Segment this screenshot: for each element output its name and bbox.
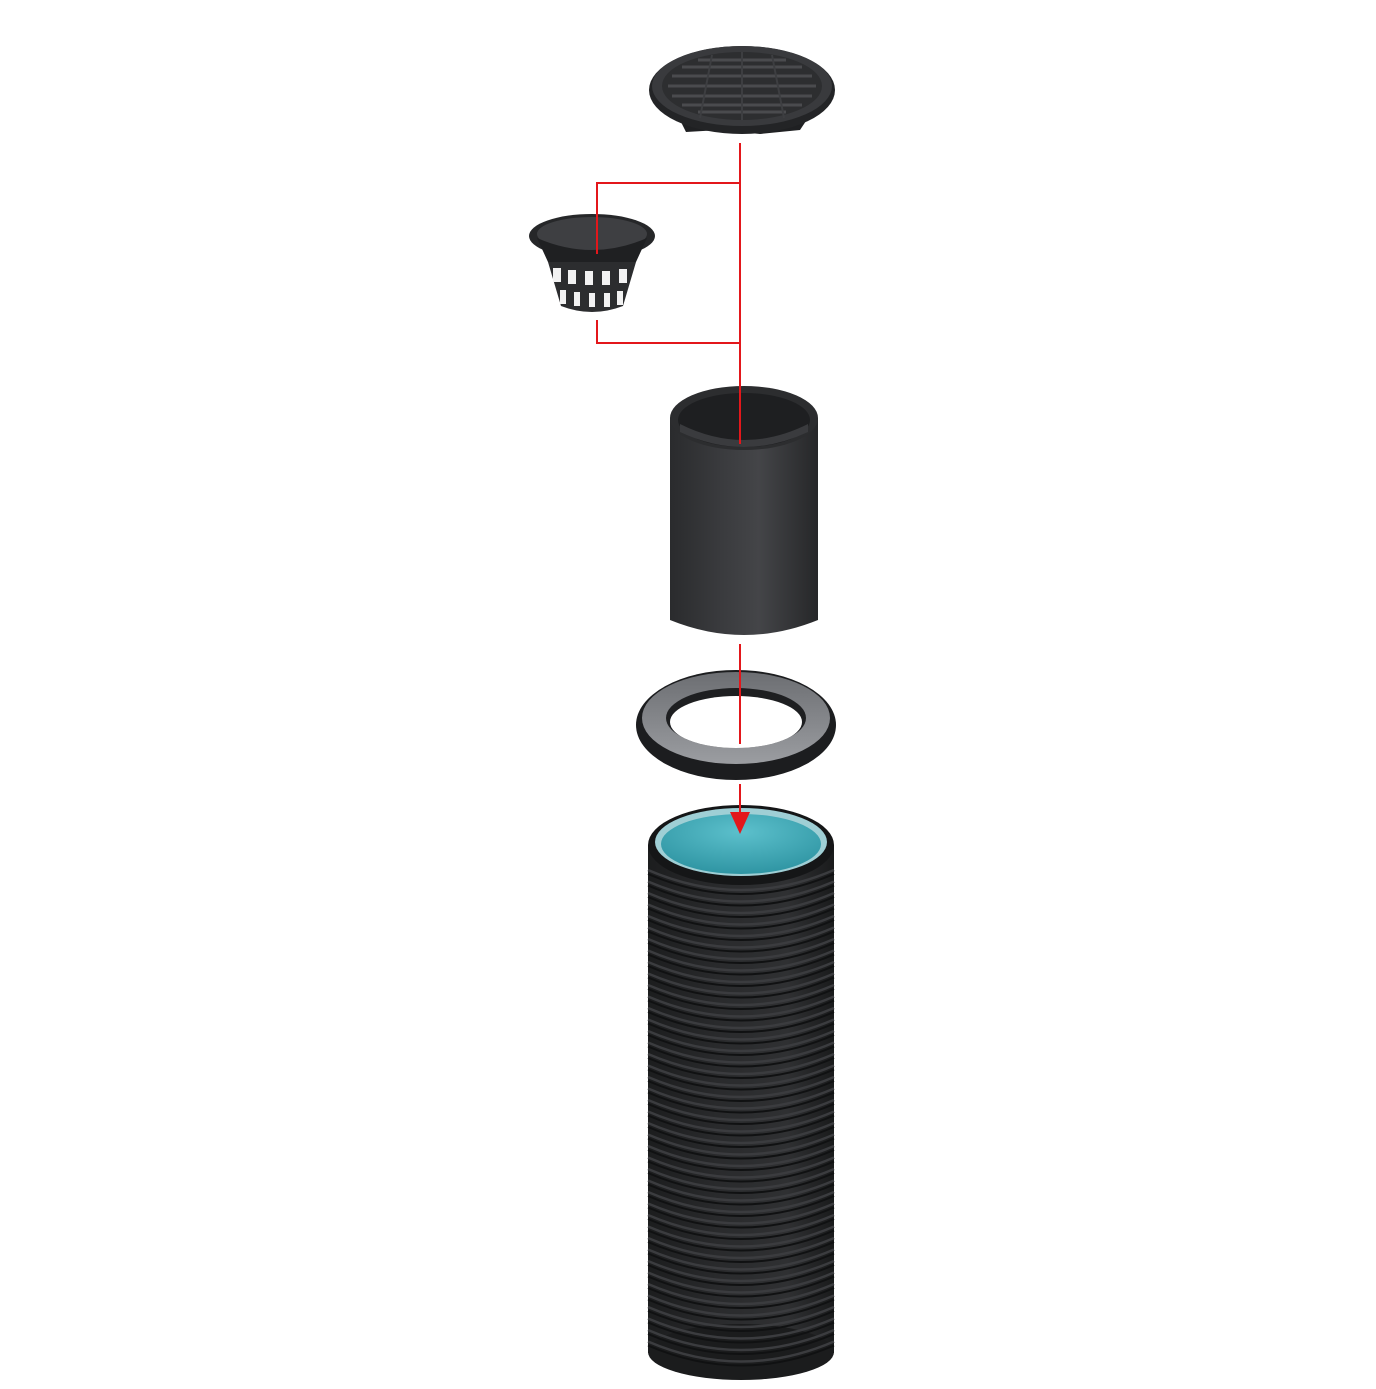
pipe-rib [647,891,835,915]
pipe-rib [647,1006,835,1030]
pipe-rib [647,1156,835,1179]
pipe-rib-shadow [647,1068,835,1091]
pipe-rib-shadow [647,1287,835,1309]
pipe-rib [647,1018,835,1041]
pipe-ribs [647,868,835,1367]
pipe-rib-shadow [647,1298,835,1321]
pipe-rib-shadow [647,1045,835,1068]
pipe-rib-shadow [647,896,835,918]
pipe-rib-shadow [647,1183,835,1206]
pipe-rib-shadow [647,976,835,999]
pipe-rib-shadow [647,1137,835,1160]
pipe-rib-shadow [647,1264,835,1286]
pipe-rib [647,1064,835,1087]
basket-bottom-bracket [596,320,740,344]
pipe-rib [647,1121,835,1145]
pipe-rib-shadow [647,1034,835,1056]
pipe-rib-shadow [647,1103,835,1125]
pipe-rib-shadow [647,1172,835,1194]
pipe-rib-shadow [647,907,835,930]
pipe-rib [647,960,835,984]
pipe-rib [647,1259,835,1283]
pipe-rib-shadow [647,930,835,953]
pipe-rib-shadow [647,1321,835,1344]
pipe-rib [647,972,835,995]
pipe-rib-shadow [647,965,835,987]
pipe-rib-shadow [647,1091,835,1114]
pipe-rib [647,1271,835,1294]
pipe-rib-shadow [647,873,835,895]
pipe-rib [647,1202,835,1225]
pipe-rib-shadow [647,1195,835,1217]
pipe-rib-shadow [647,884,835,907]
pipe-rib-shadow [647,1149,835,1171]
rubber-seal-ring-icon [636,670,836,780]
pipe-rib [647,1052,835,1076]
pipe-rib-shadow [647,988,835,1010]
pipe-rib-shadow [647,1252,835,1275]
pipe-rib [647,903,835,926]
pipe-rib-shadow [647,1218,835,1240]
pipe-rib-shadow [647,1022,835,1045]
pipe-rib [647,1282,835,1306]
pipe-rib [647,937,835,961]
pipe-rib [647,1098,835,1122]
basket-top-bracket [596,182,740,254]
pipe-rib [647,1213,835,1237]
corrugated-pipe-icon [647,805,835,1380]
pipe-rib [647,995,835,1018]
pipe-rib [647,949,835,972]
pipe-sleeve-icon [670,386,818,635]
pipe-rib [647,1179,835,1202]
pipe-rib [647,983,835,1007]
pipe-rib [647,1294,835,1317]
pipe-rib [647,1029,835,1053]
pipe-rib-shadow [647,1344,835,1367]
pipe-rib [647,1190,835,1214]
pipe-rib [647,1340,835,1363]
pipe-rib [647,914,835,938]
pipe-rib [647,1167,835,1191]
pipe-rib [647,1041,835,1064]
round-drain-grate-icon [649,46,835,134]
pipe-rib-shadow [647,1241,835,1263]
pipe-rib-shadow [647,1160,835,1183]
pipe-rib [647,1110,835,1133]
silt-basket-icon [529,214,655,312]
pipe-rib-shadow [647,1080,835,1102]
pipe-rib [647,1075,835,1099]
pipe-rib [647,880,835,903]
pipe-rib [647,1317,835,1340]
pipe-rib [647,1087,835,1110]
pipe-rib [647,1144,835,1168]
pipe-rib-shadow [647,1114,835,1137]
insert-arrowhead [730,812,750,834]
pipe-rib [647,1133,835,1156]
pipe-rib [647,1236,835,1260]
pipe-rib [647,926,835,949]
pipe-rib-shadow [647,1333,835,1355]
pipe-rib-shadow [647,1229,835,1252]
pipe-rib-shadow [647,1275,835,1298]
pipe-rib-shadow [647,1310,835,1332]
pipe-rib-shadow [647,1206,835,1229]
pipe-rib [647,1225,835,1248]
pipe-rib-shadow [647,999,835,1022]
pipe-rib [647,868,835,892]
pipe-rib [647,1248,835,1271]
pipe-rib-shadow [647,953,835,976]
assembly-arrows [596,143,741,814]
pipe-rib-shadow [647,1126,835,1148]
pipe-rib-shadow [647,919,835,941]
pipe-rib [647,1328,835,1352]
pipe-rib [647,1305,835,1329]
pipe-rib-shadow [647,942,835,964]
pipe-rib-shadow [647,1011,835,1033]
pipe-rib-shadow [647,1057,835,1079]
